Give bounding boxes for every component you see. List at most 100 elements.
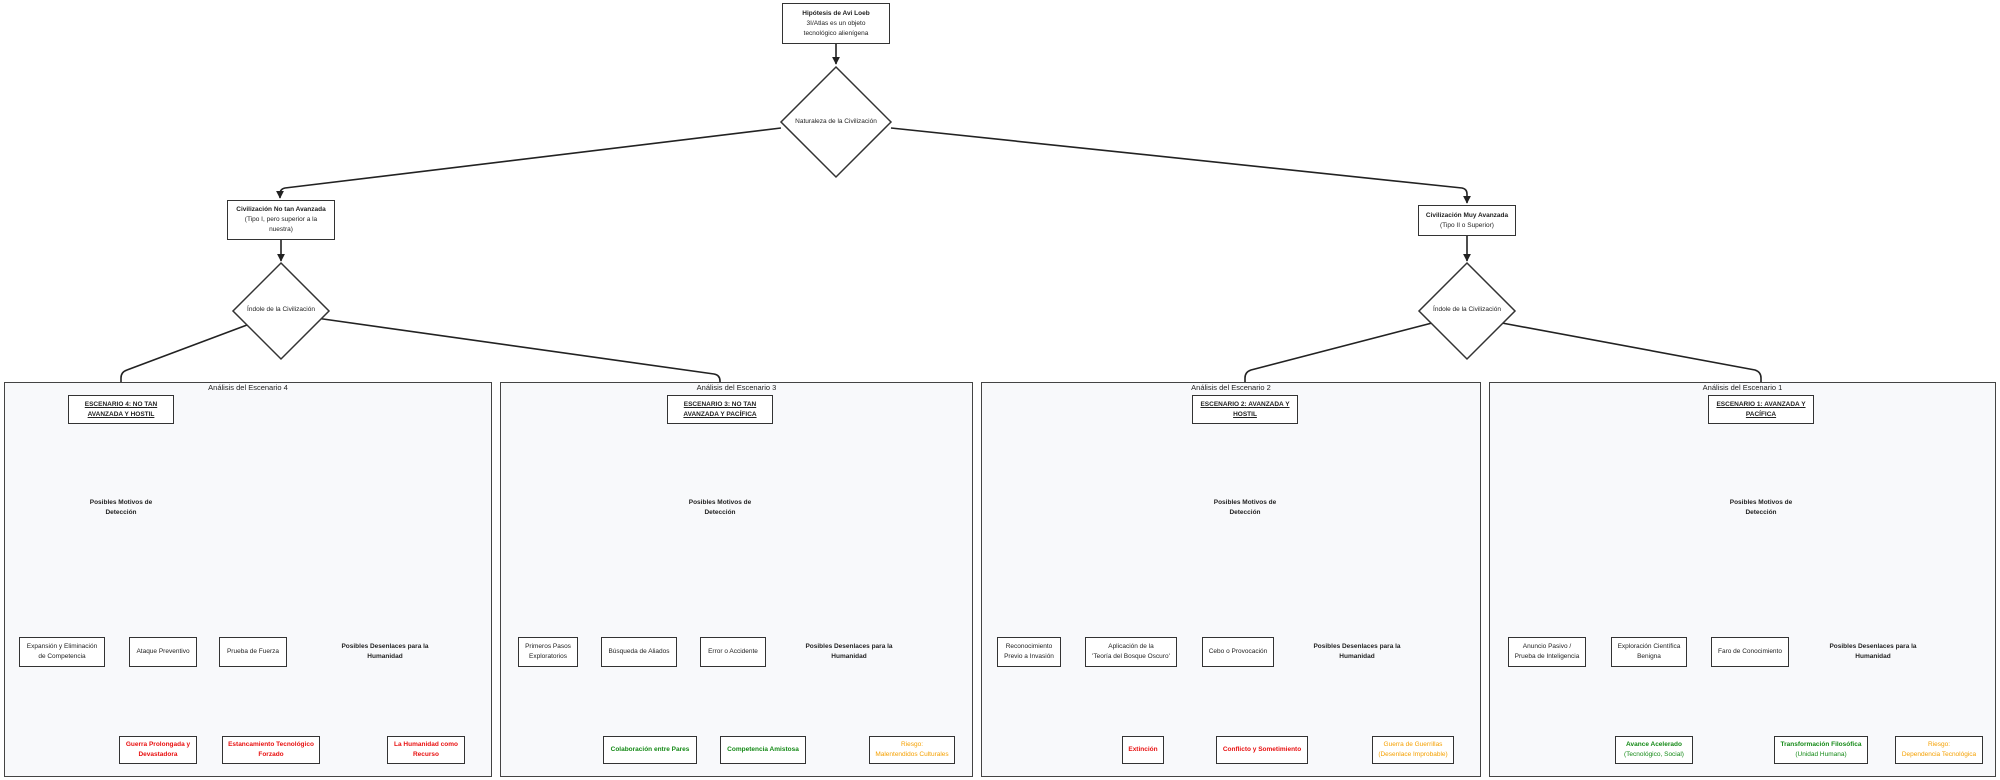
node-line: Prueba de Inteligencia — [1514, 653, 1580, 660]
motive-node[interactable]: Anuncio Pasivo / Prueba de Inteligencia — [1508, 637, 1586, 667]
node-line: La Humanidad como — [394, 741, 458, 748]
node-line: Aplicación de la — [1108, 643, 1154, 650]
scenario-node[interactable]: ESCENARIO 1: AVANZADA Y PACÍFICA — [1708, 395, 1814, 424]
cluster-scenario-1: Análisis del Escenario 1 — [1489, 382, 1996, 777]
edge-indole-scenario-2 — [1241, 322, 1433, 393]
node-line: Forzado — [258, 751, 284, 758]
outcome-node[interactable]: Competencia Amistosa — [720, 736, 806, 764]
diamond-line: Posibles Desenlaces para la — [341, 643, 429, 650]
node-line: Estancamiento Tecnológico — [228, 741, 314, 748]
node-line: Recurso — [412, 751, 439, 758]
outcomes-decision-label: Posibles Desenlaces para la Humanidad — [333, 640, 437, 664]
node-line: Primeros Pasos — [525, 643, 571, 650]
node-line: (Tipo II o Superior) — [1440, 221, 1494, 229]
motive-node[interactable]: Prueba de Fuerza — [219, 637, 287, 667]
diamond-line: Detección — [1745, 509, 1777, 516]
node-line: Faro de Conocimiento — [1718, 648, 1782, 655]
civilization-not-advanced-node[interactable]: Civilización No tan Avanzada (Tipo I, pe… — [227, 200, 335, 240]
diamond-line: Humanidad — [367, 653, 403, 660]
edge-nature-right — [890, 127, 1471, 204]
diamond-line: Posibles Motivos de — [1729, 499, 1793, 506]
node-line: Colaboración entre Pares — [610, 746, 690, 753]
node-line: PACÍFICA — [1745, 410, 1777, 418]
node-line: AVANZADA Y HOSTIL — [87, 410, 155, 418]
node-line: 'Teoría del Bosque Oscuro' — [1092, 653, 1170, 660]
node-line: Avance Acelerado — [1626, 741, 1682, 748]
diamond-line: Posibles Desenlaces para la — [1313, 643, 1401, 650]
motives-decision-label: Posibles Motivos de Detección — [1195, 496, 1295, 520]
indole-decision-label-right: Índole de la Civilización — [1433, 306, 1501, 313]
diamond-line: Detección — [1229, 509, 1261, 516]
node-line: Riesgo: — [900, 741, 924, 748]
node-line: Malentendidos Culturales — [875, 751, 949, 758]
node-title: Hipótesis de Avi Loeb — [802, 9, 870, 17]
node-line: Prueba de Fuerza — [226, 648, 280, 655]
hypothesis-node[interactable]: Hipótesis de Avi Loeb 3I/Atlas es un obj… — [782, 3, 890, 44]
edge-indole-scenario-4 — [117, 324, 248, 393]
node-line: Competencia Amistosa — [727, 746, 799, 753]
nature-decision-diamond[interactable] — [779, 65, 893, 179]
outcome-node[interactable]: Guerra Prolongada y Devastadora — [119, 736, 197, 764]
node-line: (Tipo I, pero superior a la — [244, 216, 318, 223]
node-line: Anuncio Pasivo / — [1522, 643, 1572, 650]
node-line: Devastadora — [138, 751, 178, 758]
outcome-node[interactable]: Colaboración entre Pares — [603, 736, 697, 764]
outcome-node[interactable]: Transformación Filosófica(Unidad Humana) — [1774, 736, 1868, 764]
motive-node[interactable]: Búsqueda de Aliados — [601, 637, 677, 667]
edge-indole-scenario-3 — [315, 317, 724, 393]
diamond-line: Posibles Motivos de — [89, 499, 153, 506]
motive-node[interactable]: Error o Accidente — [700, 637, 766, 667]
outcome-node[interactable]: Extinción — [1122, 736, 1164, 764]
outcome-node[interactable]: Conflicto y Sometimiento — [1216, 736, 1308, 764]
node-line: Exploratorios — [529, 653, 567, 660]
node-line: Cebo o Provocación — [1208, 648, 1268, 655]
outcome-node[interactable]: Riesgo: Malentendidos Culturales — [869, 736, 955, 764]
motive-node[interactable]: Faro de Conocimiento — [1711, 637, 1789, 667]
diamond-line: Posibles Motivos de — [1213, 499, 1277, 506]
node-line: Error o Accidente — [708, 648, 758, 655]
outcome-node[interactable]: Riesgo:Dependencia Tecnológica — [1895, 736, 1983, 764]
civilization-very-advanced-node[interactable]: Civilización Muy Avanzada (Tipo II o Sup… — [1418, 205, 1516, 236]
node-line: Benigna — [1637, 653, 1661, 660]
motive-node[interactable]: Cebo o Provocación — [1202, 637, 1274, 667]
node-title: Civilización No tan Avanzada — [236, 206, 326, 213]
scenario-node[interactable]: ESCENARIO 4: NO TAN AVANZADA Y HOSTIL — [68, 395, 174, 424]
edge-indole-scenario-1 — [1501, 322, 1765, 393]
cluster-title: Análisis del Escenario 2 — [1191, 383, 1271, 392]
node-line: ESCENARIO 3: NO TAN — [683, 400, 757, 408]
node-line: Extinción — [1128, 746, 1158, 753]
node-line: Transformación Filosófica — [1780, 741, 1862, 748]
diamond-line: Humanidad — [1855, 653, 1891, 660]
node-line: (Tecnológico, Social) — [1624, 751, 1684, 758]
node-line: ESCENARIO 1: AVANZADA Y — [1716, 400, 1806, 408]
outcome-node[interactable]: Avance Acelerado (Tecnológico, Social) — [1615, 736, 1693, 764]
outcome-node[interactable]: Guerra de Guerrillas(Desenlace Improbabl… — [1372, 736, 1454, 764]
indole-decision-diamond-right[interactable] — [1417, 261, 1517, 361]
cluster-title: Análisis del Escenario 4 — [208, 383, 288, 392]
node-line: Dependencia Tecnológica — [1901, 751, 1977, 758]
node-line: tecnológico alienígena — [803, 29, 869, 37]
node-line: ESCENARIO 2: AVANZADA Y — [1200, 400, 1290, 408]
motive-node[interactable]: Ataque Preventivo — [129, 637, 197, 667]
node-line: Guerra Prolongada y — [125, 741, 191, 748]
motive-node[interactable]: Aplicación de la 'Teoría del Bosque Oscur… — [1085, 637, 1177, 667]
node-line: de Competencia — [38, 653, 86, 660]
indole-decision-diamond-left[interactable] — [231, 261, 331, 361]
node-line: ESCENARIO 4: NO TAN — [84, 400, 158, 408]
indole-decision-label-left: Índole de la Civilización — [247, 306, 315, 313]
motives-decision-label: Posibles Motivos de Detección — [1711, 496, 1811, 520]
node-line: Conflicto y Sometimiento — [1222, 746, 1302, 753]
node-line: Ataque Preventivo — [136, 648, 190, 655]
cluster-scenario-4: Análisis del Escenario 4 — [4, 382, 492, 777]
